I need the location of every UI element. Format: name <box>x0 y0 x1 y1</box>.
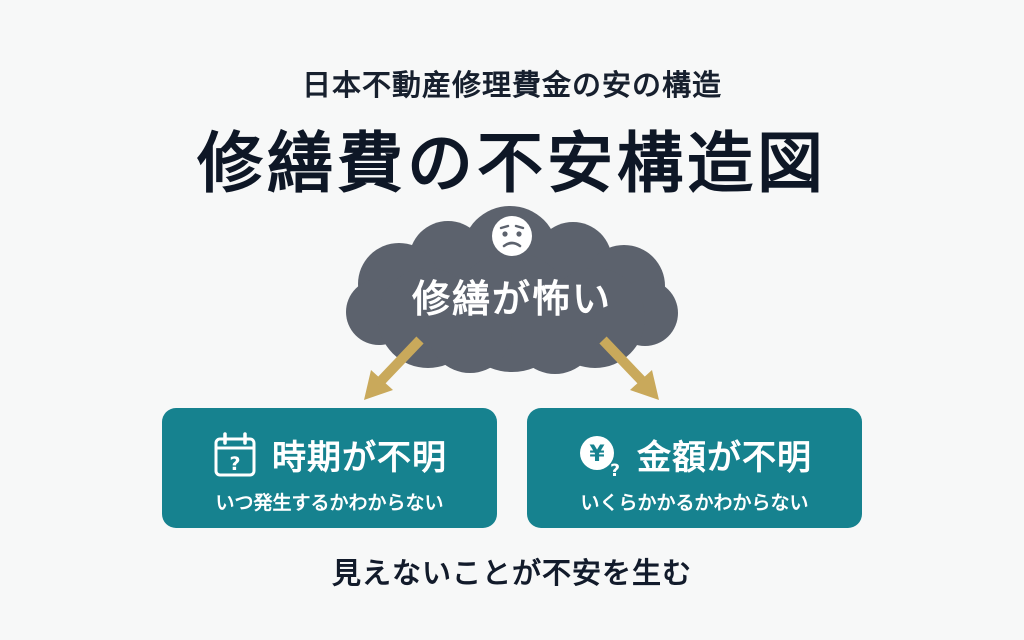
cloud-label: 修繕が怖い <box>411 277 612 321</box>
diagram-subtitle: 日本不動産修理費金の安の構造 <box>301 68 722 102</box>
amount-subtitle: いくらかかるかわからない <box>580 492 809 514</box>
anxiety-cloud: 修繕が怖い <box>330 196 694 378</box>
worried-face-icon <box>492 216 532 256</box>
arrow-to-timing <box>364 336 424 400</box>
svg-text:¥: ¥ <box>589 442 605 467</box>
timing-subtitle: いつ発生するかわからない <box>215 492 444 514</box>
svg-text:?: ? <box>229 453 240 475</box>
arrow-to-amount <box>599 336 659 400</box>
timing-title: 時期が不明 <box>272 438 447 478</box>
calendar-question-icon: ? <box>214 431 256 476</box>
conclusion-text: 見えないことが不安を生む <box>331 556 692 590</box>
amount-title: 金額が不明 <box>637 438 812 478</box>
timing-unknown-box: ? 時期が不明 いつ発生するかわからない <box>162 408 497 528</box>
cloud-shape <box>346 206 678 374</box>
svg-text:?: ? <box>610 461 620 478</box>
amount-unknown-box: ¥ ? 金額が不明 いくらかかるかわからない <box>527 408 862 528</box>
yen-question-icon: ¥ ? <box>580 435 620 478</box>
diagram-title: 修繕費の不安構造図 <box>197 125 827 202</box>
